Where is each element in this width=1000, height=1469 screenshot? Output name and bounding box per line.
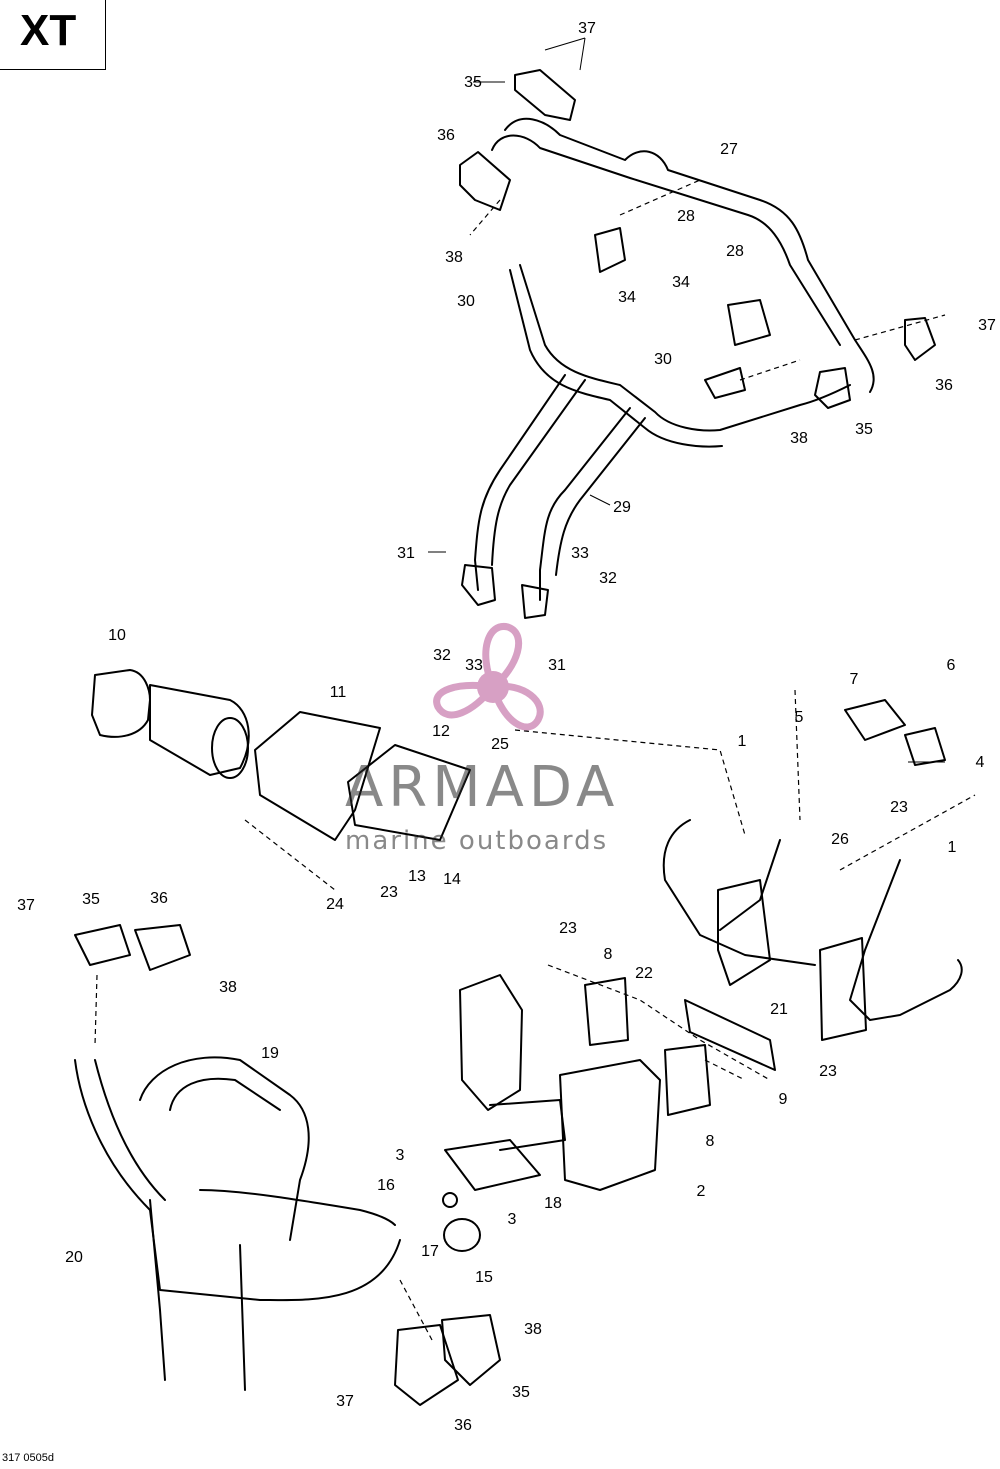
- part-callout-8: 8: [706, 1133, 715, 1150]
- model-label-box: XT: [0, 0, 106, 70]
- part-callout-18: 18: [544, 1195, 562, 1212]
- part-callout-36: 36: [454, 1417, 472, 1434]
- part-callout-38: 38: [445, 249, 463, 266]
- part-callout-26: 26: [831, 831, 849, 848]
- part-callout-35: 35: [855, 421, 873, 438]
- part-callout-8: 8: [604, 946, 613, 963]
- part-callout-6: 6: [947, 657, 956, 674]
- part-callout-33: 33: [465, 657, 483, 674]
- part-callout-30: 30: [457, 293, 475, 310]
- front-bumper-right: [559, 1059, 661, 1191]
- right-support-frame: [662, 819, 816, 966]
- grill-guard: [74, 1059, 401, 1302]
- part-callout-16: 16: [377, 1177, 395, 1194]
- part-callout-37: 37: [578, 20, 596, 37]
- part-callout-23: 23: [380, 884, 398, 901]
- part-callout-28: 28: [677, 208, 695, 225]
- part-callout-2: 2: [697, 1183, 706, 1200]
- part-callout-35: 35: [464, 74, 482, 91]
- part-callout-36: 36: [150, 890, 168, 907]
- part-callout-22: 22: [635, 965, 653, 982]
- watermark-logo-icon: [433, 623, 544, 731]
- part-callout-1: 1: [738, 733, 747, 750]
- part-callout-28: 28: [726, 243, 744, 260]
- front-bumper-left: [459, 974, 523, 1111]
- watermark-name: ARMADA: [345, 755, 620, 820]
- part-callout-20: 20: [65, 1249, 83, 1266]
- part-callout-15: 15: [475, 1269, 493, 1286]
- part-callout-37: 37: [336, 1393, 354, 1410]
- part-callout-36: 36: [935, 377, 953, 394]
- part-callout-34: 34: [618, 289, 636, 306]
- upper-bumper-tube-inner: [491, 134, 841, 346]
- part-callout-3: 3: [508, 1211, 517, 1228]
- part-callout-1: 1: [948, 839, 957, 856]
- part-callout-23: 23: [559, 920, 577, 937]
- part-callout-27: 27: [720, 141, 738, 158]
- part-callout-13: 13: [408, 868, 426, 885]
- watermark-tagline: marine outboards: [345, 826, 609, 856]
- right-cap-36: [904, 317, 936, 361]
- part-callout-19: 19: [261, 1045, 279, 1062]
- part-callout-7: 7: [850, 671, 859, 688]
- part-callout-33: 33: [571, 545, 589, 562]
- part-callout-34: 34: [672, 274, 690, 291]
- model-label: XT: [20, 6, 77, 55]
- leg-left: [474, 374, 566, 591]
- part-callout-23: 23: [890, 799, 908, 816]
- winch-drum: [149, 684, 250, 776]
- part-callout-11: 11: [330, 684, 347, 701]
- part-callout-24: 24: [326, 896, 344, 913]
- part-callout-4: 4: [976, 754, 985, 771]
- part-callout-35: 35: [82, 891, 100, 908]
- part-callout-30: 30: [654, 351, 672, 368]
- part-callout-3: 3: [396, 1147, 405, 1164]
- right-cap-35: [814, 367, 851, 409]
- winch-motor: [91, 669, 151, 738]
- part-callout-23: 23: [819, 1063, 837, 1080]
- part-callout-10: 10: [108, 627, 126, 644]
- upper-bumper-lower-tube: [519, 264, 851, 432]
- figure-code: 317 0505d: [2, 1452, 54, 1464]
- part-callout-21: 21: [770, 1001, 788, 1018]
- part-callout-17: 17: [421, 1243, 439, 1260]
- part-callout-32: 32: [433, 647, 451, 664]
- part-callout-37: 37: [17, 897, 35, 914]
- part-callout-37: 37: [978, 317, 996, 334]
- winch-plate: [254, 711, 381, 841]
- part-callout-5: 5: [795, 709, 804, 726]
- part-callout-31: 31: [548, 657, 566, 674]
- part-callout-36: 36: [437, 127, 455, 144]
- part-callout-38: 38: [219, 979, 237, 996]
- leg-right: [539, 407, 631, 601]
- part-callout-25: 25: [491, 736, 509, 753]
- part-callout-31: 31: [397, 545, 415, 562]
- upper-bumper-tube: [504, 117, 875, 393]
- part-callout-12: 12: [432, 723, 450, 740]
- upper-cap-35: [514, 69, 576, 121]
- upper-cap-36: [459, 151, 511, 211]
- part-callout-38: 38: [790, 430, 808, 447]
- part-callout-9: 9: [779, 1091, 788, 1108]
- part-callout-14: 14: [443, 871, 461, 888]
- part-callout-32: 32: [599, 570, 617, 587]
- part-callout-35: 35: [512, 1384, 530, 1401]
- part-callout-38: 38: [524, 1321, 542, 1338]
- part-callout-29: 29: [613, 499, 631, 516]
